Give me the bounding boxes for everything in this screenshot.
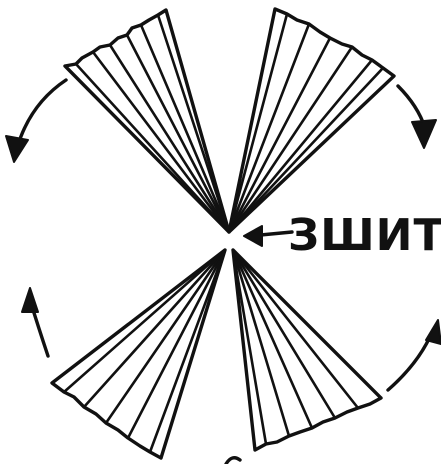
top-right-fan [229, 9, 394, 232]
top-right-rotation-arrow [398, 86, 436, 148]
bottom-left-fan [52, 250, 225, 458]
bottom-right-rotation-arrow [388, 320, 441, 390]
stitch-label: ЗШИТИ [288, 210, 441, 261]
stray-pen-mark [226, 458, 240, 464]
label-pointer-arrow [244, 226, 292, 246]
top-left-rotation-arrow [6, 80, 66, 162]
bottom-left-fan-pleats [64, 250, 225, 452]
bottom-left-rotation-arrow [22, 288, 48, 356]
top-left-fan [65, 10, 229, 232]
bottom-right-fan [233, 250, 381, 450]
